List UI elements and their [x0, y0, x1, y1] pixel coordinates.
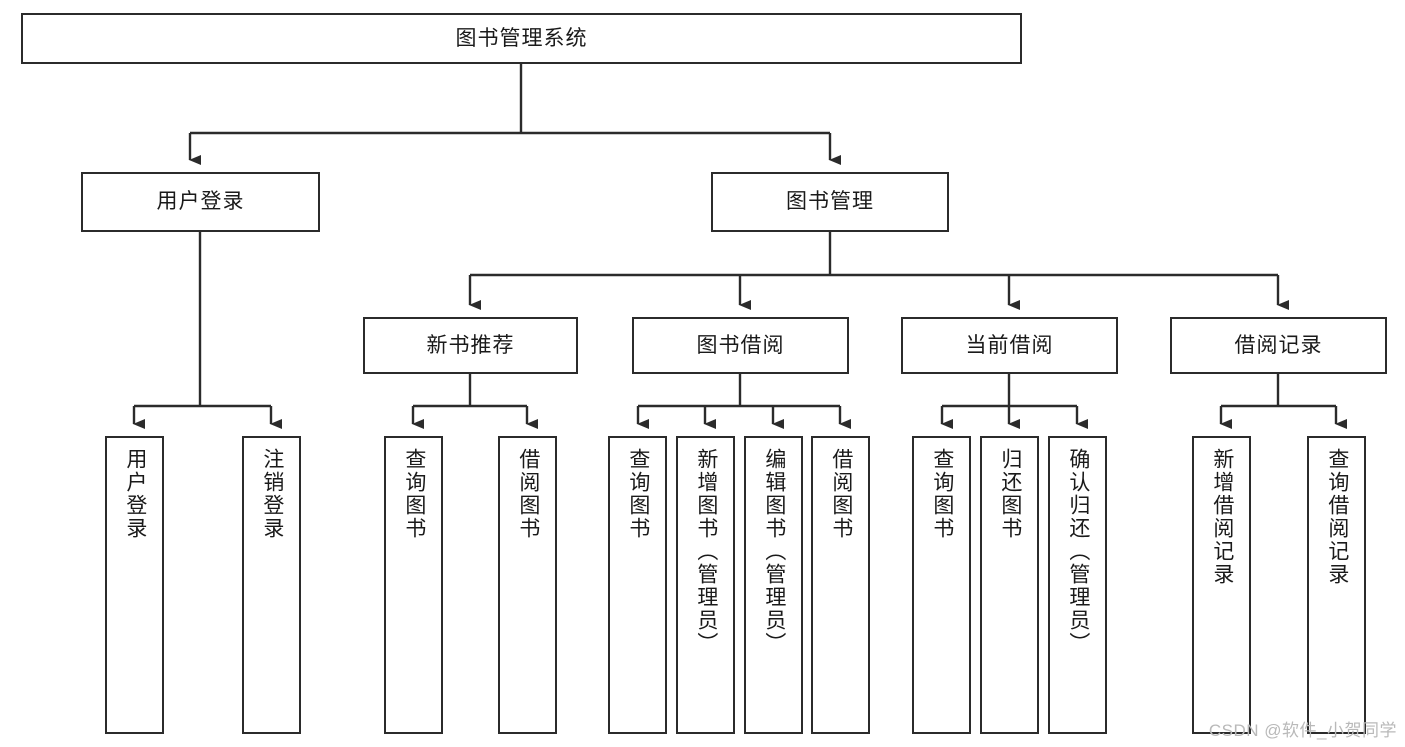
node-label: 注销登录: [260, 448, 284, 540]
leaf-record-query-record[interactable]: 查询借阅记录: [1307, 436, 1366, 734]
node-user-login[interactable]: 用户登录: [81, 172, 320, 232]
leaf-recommend-query-book[interactable]: 查询图书: [384, 436, 443, 734]
node-label: 图书管理系统: [455, 26, 588, 50]
node-book-borrow[interactable]: 图书借阅: [632, 317, 849, 374]
node-label: 确认归还（管理员）: [1066, 448, 1090, 655]
leaf-borrow-add-book-admin[interactable]: 新增图书（管理员）: [676, 436, 735, 734]
watermark-text: CSDN @软件_小贺同学: [1208, 721, 1397, 740]
leaf-recommend-borrow-book[interactable]: 借阅图书: [498, 436, 557, 734]
node-label: 查询图书: [626, 448, 650, 540]
leaf-record-add-record[interactable]: 新增借阅记录: [1192, 436, 1251, 734]
leaf-borrow-query-book[interactable]: 查询图书: [608, 436, 667, 734]
node-root-system[interactable]: 图书管理系统: [21, 13, 1022, 64]
node-new-book-recommend[interactable]: 新书推荐: [363, 317, 578, 374]
node-label: 查询图书: [402, 448, 426, 540]
node-label: 新增图书（管理员）: [694, 448, 718, 655]
node-label: 当前借阅: [965, 333, 1054, 357]
node-label: 新增借阅记录: [1210, 448, 1234, 586]
node-label: 图书借阅: [696, 333, 785, 357]
leaf-current-confirm-return-admin[interactable]: 确认归还（管理员）: [1048, 436, 1107, 734]
leaf-user-login-logout[interactable]: 注销登录: [242, 436, 301, 734]
node-label: 查询图书: [930, 448, 954, 540]
node-label: 归还图书: [998, 448, 1022, 540]
leaf-borrow-borrow-book[interactable]: 借阅图书: [811, 436, 870, 734]
node-label: 用户登录: [156, 190, 245, 214]
leaf-borrow-edit-book-admin[interactable]: 编辑图书（管理员）: [744, 436, 803, 734]
node-borrow-record[interactable]: 借阅记录: [1170, 317, 1387, 374]
node-label: 借阅记录: [1234, 333, 1323, 357]
node-label: 新书推荐: [426, 333, 515, 357]
node-current-borrow[interactable]: 当前借阅: [901, 317, 1118, 374]
node-label: 用户登录: [123, 448, 147, 540]
node-label: 编辑图书（管理员）: [762, 448, 786, 655]
leaf-user-login-login[interactable]: 用户登录: [105, 436, 164, 734]
node-label: 图书管理: [786, 190, 874, 214]
leaf-current-return-book[interactable]: 归还图书: [980, 436, 1039, 734]
node-label: 查询借阅记录: [1325, 448, 1349, 586]
node-book-management[interactable]: 图书管理: [711, 172, 949, 232]
leaf-current-query-book[interactable]: 查询图书: [912, 436, 971, 734]
node-label: 借阅图书: [829, 448, 853, 540]
node-label: 借阅图书: [516, 448, 540, 540]
